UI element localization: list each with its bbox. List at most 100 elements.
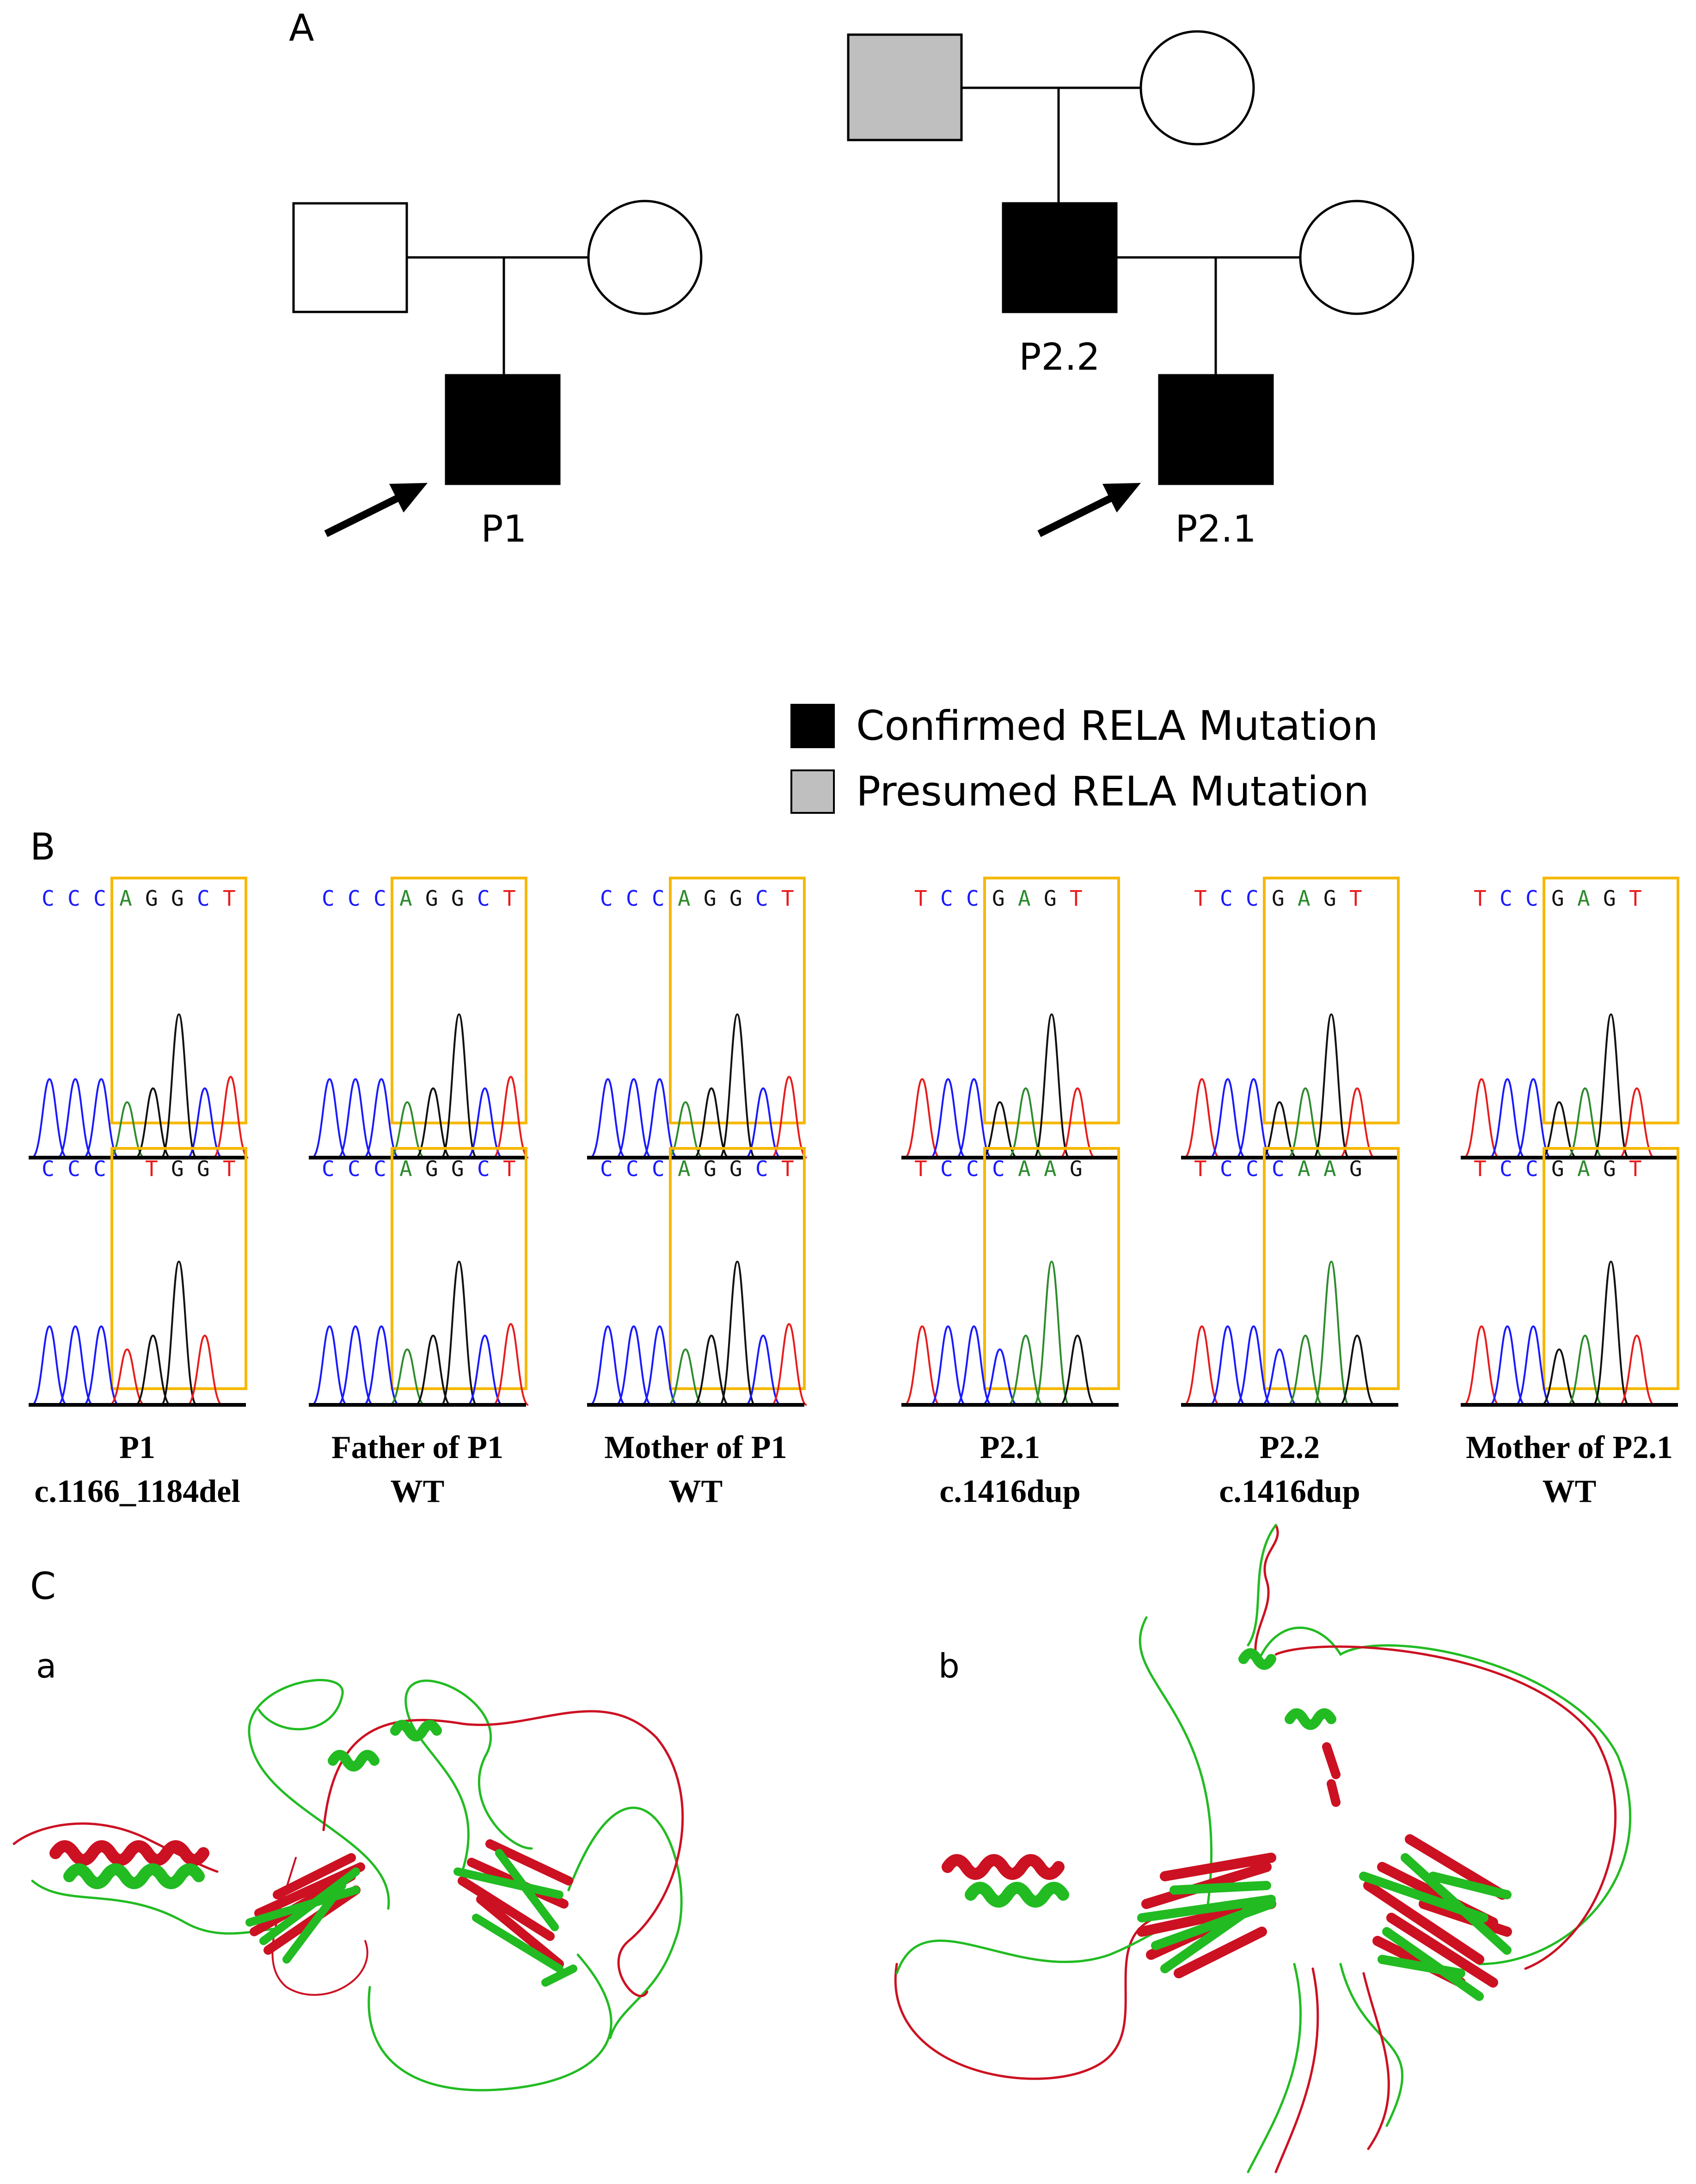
- base-call-letter: C: [67, 1156, 80, 1181]
- base-call-letter: G: [704, 886, 716, 911]
- variant-highlight-box: [669, 1147, 806, 1390]
- chromatogram-peak: [745, 1087, 781, 1159]
- chromatogram-peak: [1567, 1334, 1603, 1406]
- arrow-head: [1102, 483, 1141, 512]
- sample-variant-label: WT: [669, 1474, 723, 1509]
- chromatogram-peak: [1033, 1260, 1070, 1406]
- chromatogram-peak: [719, 1013, 756, 1159]
- structure-a-overlay: [12, 1679, 684, 2092]
- chromatogram-peak: [160, 1013, 197, 1159]
- chromatogram-peak: [1287, 1334, 1323, 1406]
- structure-a-wt-loop-top: [248, 1679, 390, 1910]
- sample-name-label: Mother of P2.1: [1466, 1430, 1673, 1465]
- sample-variant-label: WT: [1543, 1474, 1597, 1509]
- chromatogram-peak: [57, 1078, 93, 1159]
- sample-variant-label: c.1166_1184del: [34, 1474, 240, 1509]
- base-call-letter: G: [1044, 886, 1057, 911]
- structure-a-wt-helix-top: [328, 1750, 380, 1772]
- arrow-shaft: [1037, 490, 1122, 537]
- base-call-letter: C: [348, 886, 361, 911]
- base-call-letter: G: [1551, 886, 1564, 911]
- chromatogram-peak: [493, 1075, 529, 1159]
- structure-b-mut-sheet-2: [1363, 1834, 1512, 1988]
- base-call-letter: G: [992, 886, 1005, 911]
- structure-a-mut-loop: [322, 1710, 684, 1997]
- sample-variant-label: c.1416dup: [1219, 1474, 1360, 1509]
- structure-b-wt-tail: [1247, 1963, 1404, 2173]
- base-call-letter: A: [1577, 886, 1590, 911]
- chromatogram-peak: [1515, 1078, 1551, 1159]
- chromatogram-peak: [693, 1334, 729, 1406]
- base-call-letter: C: [755, 886, 768, 911]
- family1-mother-circle: [587, 200, 703, 315]
- family2-proband-arrow: [1037, 483, 1141, 537]
- base-call-letter: G: [197, 1156, 210, 1181]
- base-call-letter: G: [704, 1156, 716, 1181]
- sample-name-label: P2.1: [980, 1430, 1040, 1465]
- chromatogram-peak: [109, 1348, 145, 1406]
- panel-c-sub-a-label: a: [36, 1647, 56, 1685]
- chromatogram-peak: [135, 1087, 171, 1159]
- chromatogram-peak: [389, 1348, 425, 1406]
- chromatogram-peak: [1059, 1087, 1096, 1159]
- chromatogram-peak: [904, 1078, 940, 1159]
- variant-highlight-box: [110, 1147, 247, 1390]
- chromatogram-peak: [1489, 1078, 1525, 1159]
- chromatogram-peak: [135, 1334, 171, 1406]
- structure-b-overlay: [894, 1524, 1632, 2173]
- chromatogram-peak: [213, 1075, 249, 1159]
- chromatogram-peak: [1313, 1260, 1350, 1406]
- structure-a-mut-helix: [49, 1840, 209, 1866]
- chromatogram-peak: [1059, 1334, 1096, 1406]
- base-call-letter: A: [1018, 1156, 1031, 1181]
- pedigree-family-2: [847, 30, 1414, 485]
- chromatogram-peak: [1261, 1101, 1298, 1159]
- chromatogram-peak: [1033, 1013, 1070, 1159]
- chromatogram-peak: [982, 1101, 1018, 1159]
- base-call-letter: C: [322, 886, 335, 911]
- base-call-letter: A: [399, 886, 412, 911]
- variant-highlight-box: [983, 877, 1120, 1124]
- base-call-letter: G: [1323, 886, 1336, 911]
- structure-b-wt-loop-right: [1256, 1626, 1632, 1965]
- base-call-letter: A: [399, 1156, 412, 1181]
- base-call-letter: C: [373, 1156, 386, 1181]
- chromatogram-peak: [616, 1325, 652, 1406]
- chromatogram-peak: [31, 1078, 67, 1159]
- variant-highlight-box: [983, 1147, 1120, 1390]
- chromatogram-peak: [1008, 1334, 1044, 1406]
- base-call-letter: C: [348, 1156, 361, 1181]
- sample-name-label: Father of P1: [331, 1430, 503, 1465]
- chromatogram-peak: [363, 1325, 399, 1406]
- structure-b-wt-loop-left: [895, 1926, 1166, 1975]
- chromatogram-peak: [441, 1260, 478, 1406]
- base-call-letter: A: [678, 1156, 691, 1181]
- base-call-letter: C: [652, 886, 665, 911]
- base-call-letter: G: [425, 886, 438, 911]
- chromatogram-peak: [467, 1087, 503, 1159]
- base-call-letter: C: [197, 886, 210, 911]
- variant-highlight-box: [1263, 1147, 1400, 1390]
- chromatogram-peak: [1236, 1325, 1272, 1406]
- chromatogram-peak: [771, 1323, 807, 1406]
- base-call-letter: T: [1474, 886, 1487, 911]
- base-call-letter: G: [1349, 1156, 1362, 1181]
- structure-b-wt-top-coil: [1247, 1524, 1277, 1647]
- chromatogram-peak: [1619, 1087, 1655, 1159]
- chromatogram-peak: [667, 1348, 704, 1406]
- base-call-letter: C: [1500, 886, 1512, 911]
- base-call-letter: C: [1220, 1156, 1233, 1181]
- chromatogram-peak: [441, 1013, 478, 1159]
- family2-grandmother-circle: [1139, 30, 1255, 146]
- panel-c: C a b: [12, 1524, 1632, 2173]
- chromatogram-peak: [1210, 1325, 1246, 1406]
- chromatogram-peak: [1236, 1078, 1272, 1159]
- panel-b-label: B: [30, 825, 55, 868]
- base-call-letter: A: [1018, 886, 1031, 911]
- family2-grandfather-square: [847, 33, 963, 141]
- structure-a-wt-helix: [63, 1863, 205, 1889]
